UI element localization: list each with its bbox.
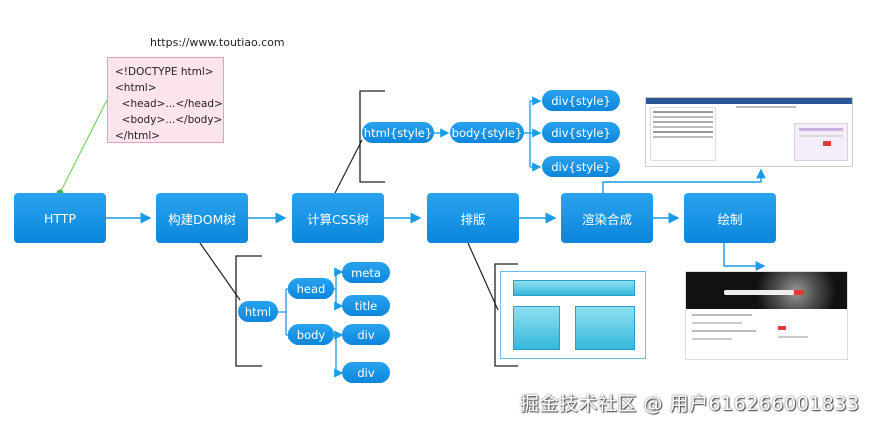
- dom-node-div: div: [342, 324, 390, 345]
- page-url: https://www.toutiao.com: [150, 36, 285, 49]
- devtools-screenshot: [645, 97, 853, 167]
- css-node-div: div{style}: [542, 156, 620, 177]
- dom-node-body: body: [288, 324, 334, 345]
- code-line: <body>...</body>: [115, 114, 223, 126]
- layout-right-block: [575, 306, 635, 350]
- css-node-html: html{style}: [362, 122, 434, 143]
- dom-node-html: html: [238, 301, 278, 322]
- dom-node-head: head: [288, 278, 334, 299]
- layout-left-block: [513, 306, 560, 350]
- layout-header-block: [513, 280, 635, 296]
- watermark: 掘金技术社区 @ 用户616266001833: [520, 393, 860, 415]
- step-paint: 绘制: [684, 193, 776, 243]
- step-composite: 渲染合成: [561, 193, 653, 243]
- dom-node-meta: meta: [342, 262, 390, 283]
- layout-illustration: [500, 271, 646, 359]
- step-build-dom: 构建DOM树: [156, 193, 248, 243]
- code-line: </html>: [115, 130, 161, 142]
- css-node-div: div{style}: [542, 122, 620, 143]
- code-line: <html>: [115, 82, 157, 94]
- code-line: <head>...</head>: [115, 98, 223, 110]
- css-node-body: body{style}: [450, 122, 524, 143]
- html-source-box: <!DOCTYPE html> <html> <head>...</head> …: [107, 57, 224, 143]
- css-node-div: div{style}: [542, 90, 620, 111]
- rendered-page-screenshot: [685, 271, 848, 360]
- dom-node-title: title: [342, 295, 390, 316]
- step-compute-css: 计算CSS树: [292, 193, 384, 243]
- dom-node-div: div: [342, 362, 390, 383]
- step-layout: 排版: [427, 193, 519, 243]
- code-line: <!DOCTYPE html>: [115, 66, 214, 78]
- step-http: HTTP: [14, 193, 106, 243]
